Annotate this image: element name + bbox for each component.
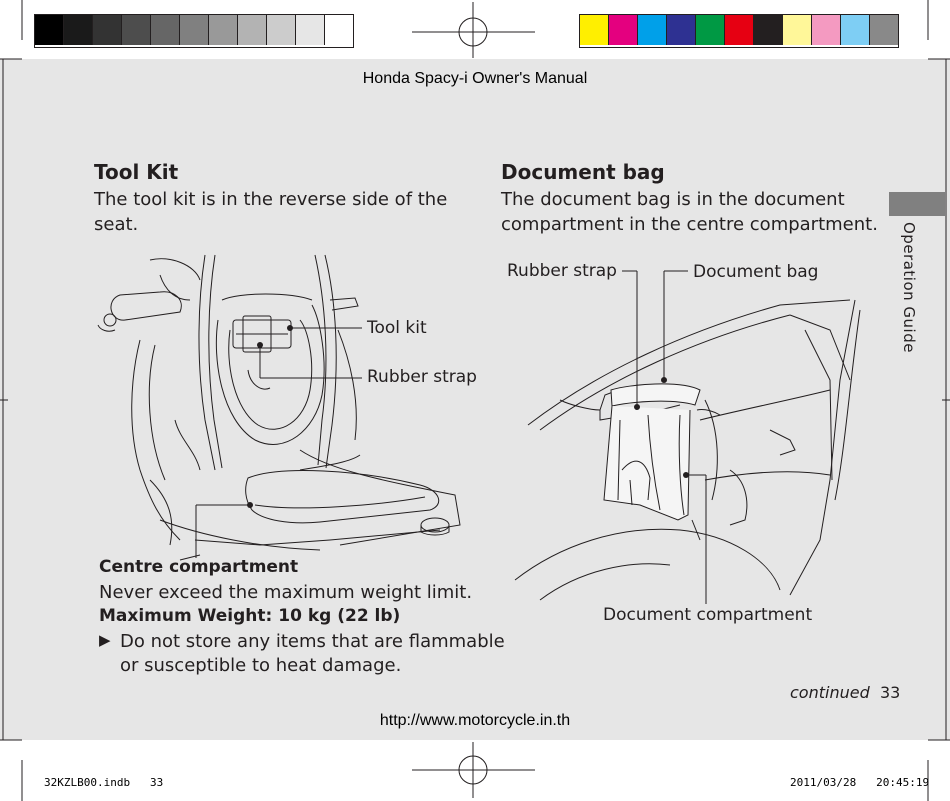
gray-swatch [296,15,325,45]
gray-swatch [35,15,64,45]
gray-swatch [151,15,180,45]
document-bag-description-line1: The document bag is in the document [501,189,845,210]
color-swatch [609,15,638,45]
centre-compartment-label: Centre compartment [99,557,299,577]
tool-kit-callouts [195,327,362,558]
color-swatch [841,15,870,45]
gray-swatch [93,15,122,45]
color-swatch [812,15,841,45]
document-bag-description-line2: compartment in the centre compartment. [501,214,878,235]
process-color-bar [579,14,899,48]
section-tab [889,192,945,216]
rubber-strap-label-left: Rubber strap [367,367,477,387]
gray-swatch [180,15,209,45]
gray-swatch [238,15,267,45]
color-swatch [783,15,812,45]
document-bag-illustration [514,299,861,601]
continued-label: continued [790,683,870,702]
gray-swatch [209,15,238,45]
color-swatch [725,15,754,45]
tool-kit-heading: Tool Kit [94,160,179,184]
color-swatch [754,15,783,45]
gray-swatch [64,15,93,45]
tool-kit-illustration [97,254,461,561]
caution-line1: Do not store any items that are flammabl… [120,631,505,652]
color-swatch [696,15,725,45]
manual-title: Honda Spacy-i Owner's Manual [362,70,588,87]
registration-mark-bottom [412,742,535,798]
grayscale-color-bar [34,14,354,48]
rubber-strap-label-right: Rubber strap [507,261,617,281]
document-bag-label: Document bag [693,262,819,282]
caution-line2: or susceptible to heat damage. [120,655,402,676]
color-swatch [870,15,898,45]
color-swatch [638,15,667,45]
print-slug-date: 2011/03/28 20:45:19 [790,776,930,789]
source-url: http://www.motorcycle.in.th [379,712,571,729]
tool-kit-description-line1: The tool kit is in the reverse side of t… [94,189,448,210]
document-bag-callouts [622,270,707,604]
document-bag-heading: Document bag [501,160,665,184]
page-number: 33 [880,683,901,702]
tool-kit-description-line2: seat. [94,214,139,235]
registration-mark-top [412,2,535,58]
tool-kit-label: Tool kit [367,318,427,338]
print-slug-file: 32KZLB00.indb 33 [44,776,164,789]
weight-limit-note: Never exceed the maximum weight limit. [99,582,473,603]
section-tab-label: Operation Guide [900,222,918,353]
color-swatch [580,15,609,45]
gray-swatch [325,15,353,45]
gray-swatch [122,15,151,45]
document-compartment-label: Document compartment [603,605,813,625]
maximum-weight: Maximum Weight: 10 kg (22 lb) [99,606,401,626]
color-swatch [667,15,696,45]
bullet-marker-icon: ▶ [99,631,111,649]
gray-swatch [267,15,296,45]
